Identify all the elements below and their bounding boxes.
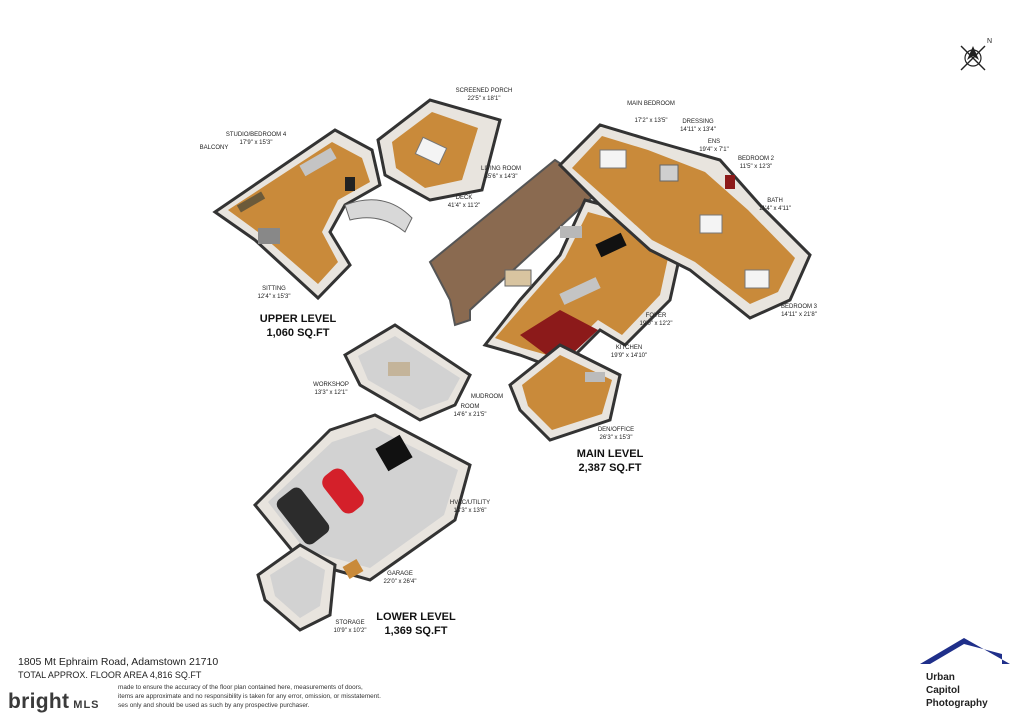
svg-text:KITCHEN: KITCHEN	[616, 345, 642, 351]
svg-text:35'6" x 14'3": 35'6" x 14'3"	[485, 174, 518, 180]
svg-text:BEDROOM 2: BEDROOM 2	[738, 156, 775, 162]
svg-text:11'4" x 4'11": 11'4" x 4'11"	[759, 206, 791, 212]
room-label-garage: GARAGE 22'0" x 26'4"	[384, 571, 417, 585]
room-label-screened-porch: SCREENED PORCH 22'5" x 18'1"	[456, 88, 513, 102]
room-label-main-bedroom: MAIN BEDROOM 17'2" x 13'5"	[627, 101, 675, 124]
room-label-workshop: WORKSHOP 13'3" x 12'1"	[313, 382, 349, 396]
room-label-deck: DECK 41'4" x 11'2"	[448, 195, 480, 209]
svg-text:12'4" x 15'3": 12'4" x 15'3"	[258, 294, 291, 300]
disclaimer-line: made to ensure the accuracy of the floor…	[118, 684, 363, 691]
room-label-ens: ENS 19'4" x 7'1"	[699, 139, 729, 153]
svg-text:MAIN BEDROOM: MAIN BEDROOM	[627, 101, 675, 107]
svg-text:MUDROOM: MUDROOM	[471, 394, 503, 400]
svg-text:13'3" x 13'6": 13'3" x 13'6"	[454, 508, 487, 514]
svg-text:BALCONY: BALCONY	[200, 145, 229, 151]
photographer-roof-logo-icon	[920, 638, 1010, 664]
svg-text:14'11" x 13'4": 14'11" x 13'4"	[680, 127, 716, 133]
lower-level-name: LOWER LEVEL	[376, 611, 456, 623]
svg-text:GARAGE: GARAGE	[387, 571, 413, 577]
disclaimer-line: ses only and should be used as such by a…	[118, 702, 310, 709]
lower-level-title: LOWER LEVEL 1,369 SQ.FT	[366, 610, 466, 638]
north-compass-icon: N	[960, 38, 992, 71]
room-label-bedroom-3: BEDROOM 3 14'11" x 21'8"	[781, 304, 818, 318]
svg-text:SCREENED PORCH: SCREENED PORCH	[456, 88, 513, 94]
svg-text:HVAC/UTILITY: HVAC/UTILITY	[450, 500, 490, 506]
upper-level-title: UPPER LEVEL 1,060 SQ.FT	[248, 312, 348, 340]
main-level-name: MAIN LEVEL	[576, 448, 644, 460]
brand-suffix: MLS	[73, 699, 100, 711]
svg-text:26'3" x 15'3": 26'3" x 15'3"	[600, 435, 633, 441]
main-level-title: MAIN LEVEL 2,387 SQ.FT	[560, 447, 660, 475]
svg-text:41'4" x 11'2": 41'4" x 11'2"	[448, 203, 480, 209]
room-label-hvac-utility: HVAC/UTILITY 13'3" x 13'6"	[450, 500, 490, 514]
svg-text:17'9" x 15'3": 17'9" x 15'3"	[240, 140, 273, 146]
room-label-dressing: DRESSING 14'11" x 13'4"	[680, 119, 716, 133]
lower-level-area: 1,369 SQ.FT	[384, 625, 448, 637]
room-label-balcony: BALCONY	[200, 145, 229, 151]
svg-text:13'3" x 12'1": 13'3" x 12'1"	[315, 390, 348, 396]
upper-level-plan	[212, 98, 502, 301]
main-level-area: 2,387 SQ.FT	[578, 462, 642, 474]
svg-text:SITTING: SITTING	[262, 286, 286, 292]
svg-text:10'9" x 10'2": 10'9" x 10'2"	[334, 628, 367, 634]
room-label-living-room: LIVING ROOM 35'6" x 14'3"	[481, 166, 521, 180]
total-floor-area: TOTAL APPROX. FLOOR AREA 4,816 SQ.FT	[18, 670, 202, 680]
property-address: 1805 Mt Ephraim Road, Adamstown 21710	[18, 656, 219, 668]
upper-level-area: 1,060 SQ.FT	[266, 327, 330, 339]
brand-name: bright	[8, 690, 70, 713]
room-label-kitchen: KITCHEN 19'9" x 14'10"	[611, 345, 647, 359]
svg-text:14'11" x 21'8": 14'11" x 21'8"	[781, 312, 817, 318]
logo-line-urban: Urban	[926, 672, 955, 683]
svg-text:22'0" x 26'4": 22'0" x 26'4"	[384, 579, 417, 585]
svg-text:ENS: ENS	[708, 139, 720, 145]
svg-text:WORKSHOP: WORKSHOP	[313, 382, 349, 388]
room-label-studio-bedroom: STUDIO/BEDROOM 4 17'9" x 15'3"	[226, 132, 287, 146]
room-label-bath: BATH 11'4" x 4'11"	[759, 198, 791, 212]
svg-text:11'5" x 12'3": 11'5" x 12'3"	[740, 164, 772, 170]
svg-text:22'5" x 18'1": 22'5" x 18'1"	[468, 96, 501, 102]
svg-text:19'4" x 7'1": 19'4" x 7'1"	[699, 147, 729, 153]
lower-level-plan	[252, 323, 472, 632]
svg-text:DEN/OFFICE: DEN/OFFICE	[598, 427, 634, 433]
svg-text:BATH: BATH	[767, 198, 783, 204]
room-label-mudroom: MUDROOM	[471, 394, 503, 400]
room-label-bedroom-2: BEDROOM 2 11'5" x 12'3"	[738, 156, 775, 170]
room-label-room: ROOM 14'6" x 21'5"	[454, 404, 487, 418]
svg-text:17'2" x 13'5": 17'2" x 13'5"	[635, 118, 668, 124]
room-label-storage: STORAGE 10'9" x 10'2"	[334, 620, 367, 634]
main-level-plan	[428, 123, 812, 442]
svg-text:14'6" x 21'5": 14'6" x 21'5"	[454, 412, 487, 418]
svg-text:STORAGE: STORAGE	[335, 620, 364, 626]
svg-text:BEDROOM 3: BEDROOM 3	[781, 304, 818, 310]
compass-north-label: N	[987, 38, 992, 45]
svg-text:DRESSING: DRESSING	[682, 119, 714, 125]
svg-text:DECK: DECK	[456, 195, 473, 201]
logo-line-capitol: Capitol	[926, 685, 960, 696]
svg-text:19'0" x 12'2": 19'0" x 12'2"	[640, 321, 673, 327]
disclaimer-line: items are approximate and no responsibil…	[118, 693, 381, 700]
svg-text:STUDIO/BEDROOM 4: STUDIO/BEDROOM 4	[226, 132, 287, 138]
svg-text:ROOM: ROOM	[461, 404, 480, 410]
logo-line-photography: Photography	[926, 698, 988, 709]
room-label-foyer: FOYER 19'0" x 12'2"	[640, 313, 673, 327]
svg-text:19'9" x 14'10": 19'9" x 14'10"	[611, 353, 647, 359]
room-label-sitting: SITTING 12'4" x 15'3"	[258, 286, 291, 300]
room-label-den-office: DEN/OFFICE 26'3" x 15'3"	[598, 427, 634, 441]
svg-text:FOYER: FOYER	[646, 313, 667, 319]
upper-level-name: UPPER LEVEL	[259, 313, 337, 325]
svg-text:LIVING ROOM: LIVING ROOM	[481, 166, 521, 172]
